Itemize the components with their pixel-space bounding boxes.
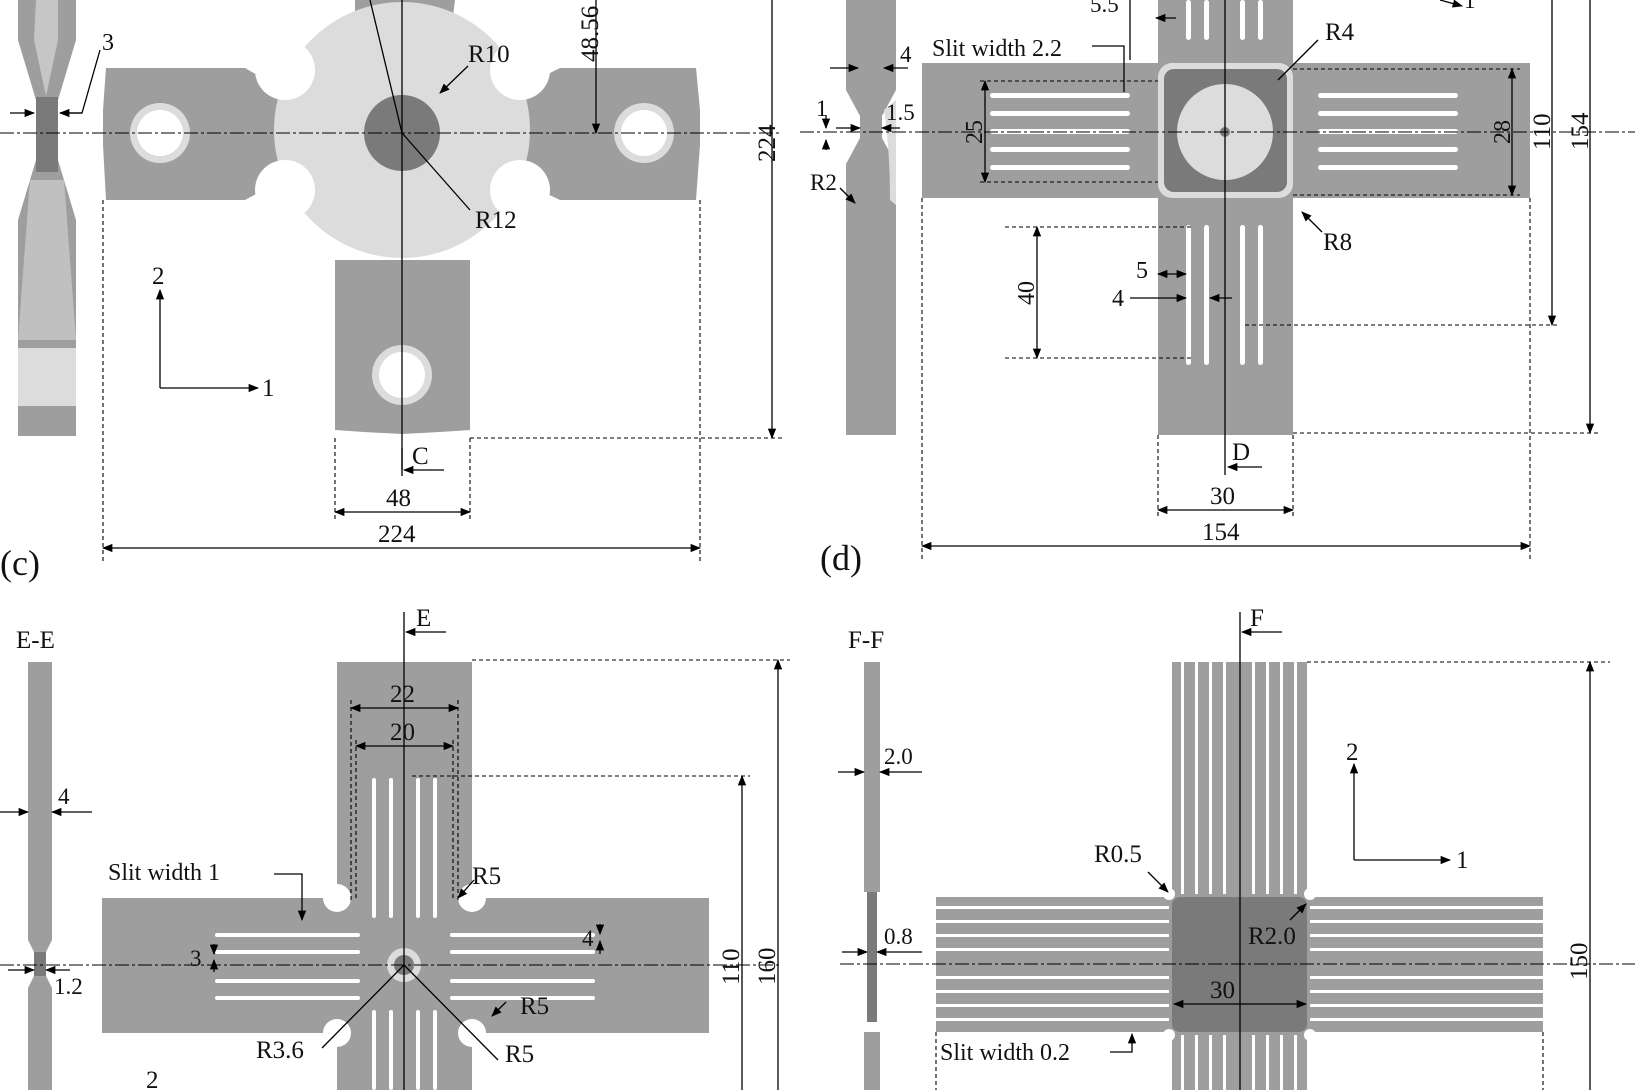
- panel-d-side-view: 4 1 1.5 R2: [810, 0, 915, 435]
- panel-f: F-F 2.0 0.8: [838, 605, 1635, 1090]
- panel-f-section-marker: F: [1250, 605, 1264, 632]
- panel-e-dim-110: 110: [718, 948, 745, 985]
- panel-e-side-view: 4 1.2: [0, 662, 92, 1090]
- panel-e: E-E 4 1.2: [0, 605, 790, 1090]
- panel-e-dim-1-2: 1.2: [54, 974, 83, 999]
- panel-d-axis-1: 1: [1464, 0, 1476, 13]
- panel-c-dim-224-horizontal: 224: [378, 521, 416, 548]
- panel-c: 3 R10 R12 48.56: [0, 0, 785, 583]
- panel-c-dim-r12: R12: [475, 207, 517, 234]
- panel-d-dim-r2: R2: [810, 170, 837, 195]
- panel-f-dim-2-0: 2.0: [884, 744, 913, 769]
- panel-f-dim-r2-0: R2.0: [1248, 923, 1296, 950]
- panel-e-dim-4b: 4: [582, 926, 594, 951]
- panel-e-dim-4: 4: [58, 784, 70, 809]
- panel-e-dim-r3-6: R3.6: [256, 1037, 304, 1064]
- panel-c-label: (c): [0, 543, 40, 583]
- panel-f-side-view: 2.0 0.8: [838, 662, 922, 1090]
- panel-d-dim-28: 28: [1490, 120, 1516, 144]
- panel-c-dim-3: 3: [102, 30, 114, 56]
- panel-f-dim-150: 150: [1566, 943, 1593, 981]
- panel-e-dim-160: 160: [754, 948, 781, 986]
- panel-f-axis-2: 2: [1346, 739, 1359, 766]
- panel-e-section-title: E-E: [16, 627, 55, 654]
- panel-f-dim-0-8: 0.8: [884, 924, 913, 949]
- panel-d-dim-1-5: 1.5: [886, 100, 915, 125]
- panel-d-dim-154-vertical: 154: [1567, 112, 1594, 150]
- panel-f-axis-1: 1: [1456, 847, 1469, 874]
- panel-d-dim-40: 40: [1014, 281, 1040, 305]
- panel-f-horizontal-slits: [936, 906, 1543, 1021]
- panel-d-dim-r8: R8: [1323, 229, 1352, 256]
- panel-d-specimen: [922, 0, 1530, 435]
- panel-d-dim-r4: R4: [1325, 19, 1355, 46]
- panel-c-section-marker: C: [412, 443, 429, 470]
- panel-d: 4 1 1.5 R2: [800, 0, 1635, 578]
- panel-d-dim-30: 30: [1210, 483, 1235, 510]
- panel-d-dim-25: 25: [962, 120, 988, 144]
- panel-e-dim-22: 22: [390, 681, 415, 708]
- panel-c-axis-1: 1: [262, 375, 275, 402]
- panel-c-dim-224-vertical: 224: [754, 124, 781, 162]
- panel-f-dim-30: 30: [1210, 977, 1235, 1004]
- panel-e-dim-r5-top: R5: [472, 863, 501, 890]
- panel-d-dim-4: 4: [900, 42, 912, 67]
- panel-c-dim-r10: R10: [468, 41, 510, 68]
- panel-d-dim-5-5: 5.5: [1090, 0, 1119, 17]
- panel-f-vertical-slits: [1181, 662, 1297, 1090]
- panel-d-dim-110: 110: [1529, 113, 1556, 150]
- panel-c-dim-48-56: 48.56: [577, 6, 604, 62]
- panel-e-dim-r5-right: R5: [520, 993, 549, 1020]
- panel-c-dim-48: 48: [386, 485, 411, 512]
- panel-d-dim-4b: 4: [1112, 286, 1124, 312]
- panel-f-dim-r0-5: R0.5: [1094, 841, 1142, 868]
- panel-f-section-title: F-F: [848, 627, 884, 654]
- panel-d-dim-5: 5: [1136, 258, 1148, 284]
- panel-e-dim-3: 3: [190, 946, 202, 971]
- panel-f-slit-width: Slit width 0.2: [940, 1040, 1070, 1066]
- panel-e-axis-2: 2: [146, 1067, 159, 1090]
- panel-e-section-marker: E: [416, 605, 431, 632]
- panel-d-dim-1: 1: [816, 96, 828, 121]
- panel-e-dim-r5-bottom: R5: [505, 1041, 534, 1068]
- panel-e-slit-width: Slit width 1: [108, 860, 220, 886]
- panel-d-section-marker: D: [1232, 439, 1250, 466]
- panel-e-dim-20: 20: [390, 719, 415, 746]
- panel-c-side-view: 3: [10, 0, 114, 436]
- panel-d-label: (d): [820, 538, 862, 578]
- panel-c-axis-2: 2: [152, 263, 165, 290]
- panel-d-dim-154-horizontal: 154: [1202, 519, 1240, 546]
- panel-d-slit-width: Slit width 2.2: [932, 36, 1062, 62]
- panel-e-slits: [215, 778, 595, 1090]
